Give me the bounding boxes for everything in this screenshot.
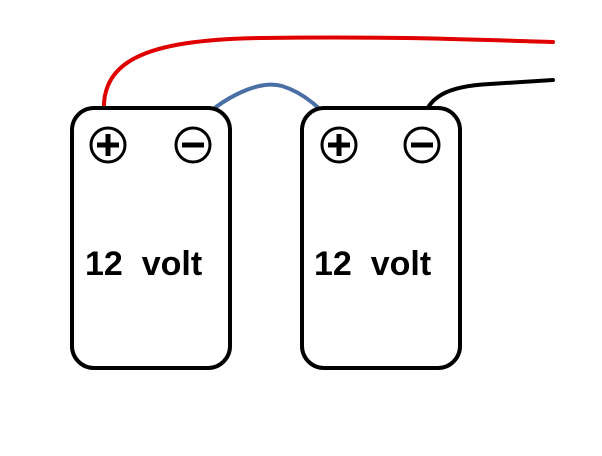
battery-2-case bbox=[300, 106, 462, 370]
plus-terminal-icon bbox=[89, 126, 127, 164]
battery-1-case bbox=[70, 106, 232, 370]
battery-2-voltage-label: 12 volt bbox=[314, 245, 431, 283]
battery-1-voltage-label: 12 volt bbox=[85, 245, 202, 283]
minus-terminal-icon bbox=[403, 126, 441, 164]
positive-lead-wire bbox=[101, 35, 555, 130]
battery-1: 12 volt bbox=[70, 106, 232, 370]
plus-terminal-icon bbox=[320, 126, 358, 164]
minus-terminal-icon bbox=[174, 126, 212, 164]
battery-2: 12 volt bbox=[300, 106, 462, 370]
